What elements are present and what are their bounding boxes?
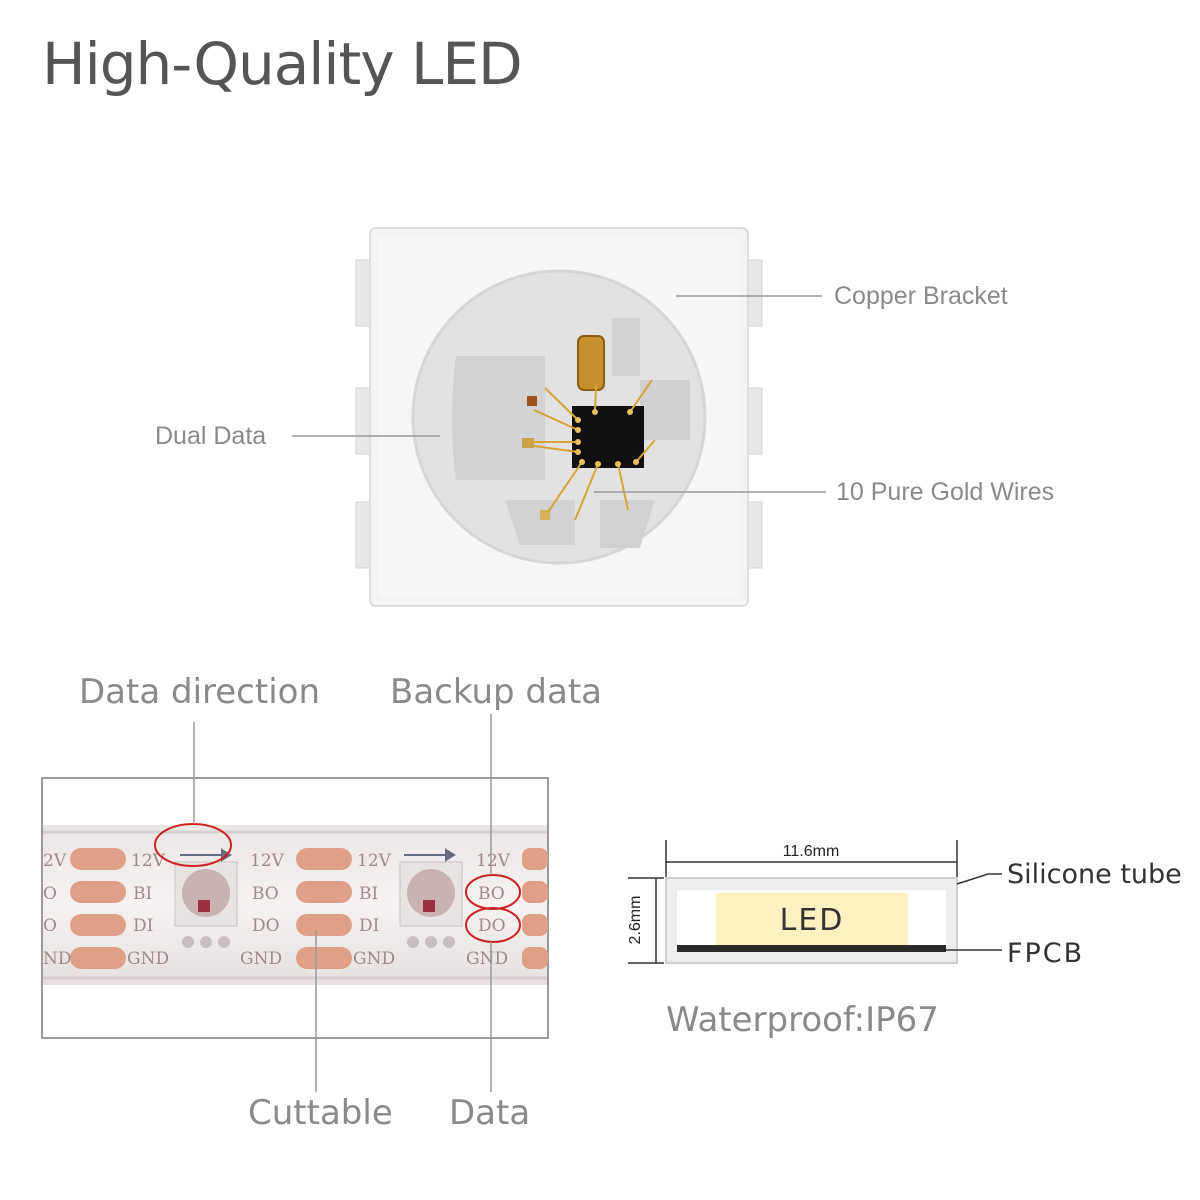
data-direction-label: Data direction (79, 672, 320, 712)
pad-label-gnd-out-1: GND (240, 949, 282, 969)
strip-led-2-lens (407, 869, 455, 917)
pad-label-di-2: DI (359, 916, 379, 936)
callout-line-silicone (956, 873, 1002, 885)
pad-label-bi-1: BI (133, 884, 152, 904)
wire-bond-points (575, 409, 639, 467)
lead-pad-left (452, 356, 545, 480)
led-block-label: LED (780, 903, 845, 938)
pad-label-12v-out-2: 12V (476, 851, 511, 871)
led-strip: 2V O O ND 12V BI DI GND 12V BO DO GND 12… (43, 825, 548, 985)
pad-label-edge-12v: 2V (43, 851, 67, 871)
pad-label-12v-in-2: 12V (357, 851, 392, 871)
led-chip (355, 227, 763, 607)
cross-section: 11.6mm 2.6mm LED (627, 840, 958, 964)
led-block (716, 893, 908, 945)
page-title: High-Quality LED (42, 30, 523, 98)
silicone-strip-body (43, 825, 547, 985)
pad-label-edge-o-1: O (43, 884, 57, 904)
lead-pad-right (640, 380, 690, 440)
ic-die (572, 406, 644, 468)
copper-bracket-label: Copper Bracket (834, 282, 1008, 310)
dual-data-label: Dual Data (155, 422, 266, 450)
pad-label-12v-in-1: 12V (131, 851, 166, 871)
pad-label-edge-o-2: O (43, 916, 57, 936)
lead-pad-top (612, 318, 640, 376)
copper-bracket-component (577, 335, 605, 391)
pad-label-gnd-in-2: GND (353, 949, 395, 969)
solder-pads (70, 848, 548, 969)
pad-label-gnd-out-2: GND (466, 949, 508, 969)
pad-label-bi-2: BI (359, 884, 378, 904)
data-label: Data (449, 1093, 530, 1133)
direction-arrow-icon (180, 848, 456, 862)
height-dimension-label: 2.6mm (627, 896, 644, 945)
strip-led-1-lens (182, 869, 230, 917)
waterproof-label: Waterproof:IP67 (666, 1000, 939, 1040)
led-die-red (527, 396, 537, 406)
backup-data-label: Backup data (390, 672, 602, 712)
pad-label-di-1: DI (133, 916, 153, 936)
led-die-blue (540, 510, 550, 520)
fpcb-layer (677, 945, 946, 952)
highlight-data (465, 907, 521, 943)
pad-label-gnd-in-1: GND (127, 949, 169, 969)
width-dimension-label: 11.6mm (783, 843, 840, 860)
pad-label-do-2: DO (478, 916, 506, 936)
pad-label-bo-1: BO (252, 884, 279, 904)
pad-label-bo-2: BO (478, 884, 505, 904)
lead-pad-bottom-left (505, 500, 575, 545)
gold-wires (528, 379, 656, 521)
cuttable-label: Cuttable (248, 1093, 393, 1133)
lead-pad-bottom-right (600, 500, 655, 548)
fpcb-label: FPCB (1007, 938, 1084, 969)
highlight-data-direction (154, 823, 232, 867)
silicone-tube-label: Silicone tube (1007, 859, 1182, 890)
pad-label-edge-gnd: ND (43, 949, 72, 969)
gold-wires-label: 10 Pure Gold Wires (836, 478, 1054, 506)
pad-label-do-1: DO (252, 916, 280, 936)
pad-label-12v-out-1: 12V (250, 851, 285, 871)
